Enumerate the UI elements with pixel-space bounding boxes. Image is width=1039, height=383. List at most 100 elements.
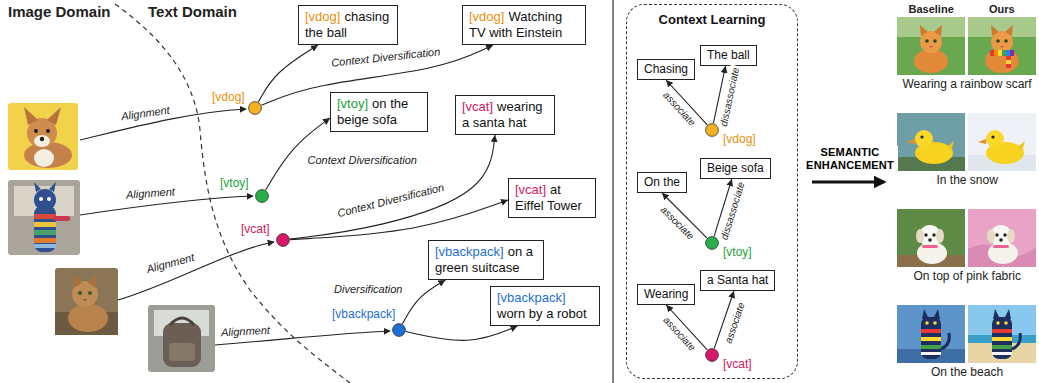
result-photo (968, 305, 1036, 363)
toy-photo (34, 244, 56, 248)
result-photo (897, 113, 965, 171)
prompt-box: [vbackpack]on a green suitcase (428, 240, 544, 280)
result-photo (990, 50, 994, 56)
toy-photo (34, 189, 56, 211)
result-photo (907, 130, 954, 164)
alignment-arrow (118, 242, 274, 300)
token-circle: [vbackpack] (392, 323, 406, 337)
backpack-photo (169, 343, 195, 361)
prompt-box: [vbackpack]worn by a robot (490, 286, 600, 326)
token-text: [vtoy] (337, 96, 368, 112)
enhancement-arrow (812, 181, 884, 184)
token-dot (706, 349, 719, 362)
phrase-box: Wearing (637, 284, 695, 305)
token-label: [vcat] (241, 222, 270, 236)
result-photo (916, 225, 947, 264)
edge-label: Context Diversification (306, 154, 419, 167)
result-photo (897, 209, 965, 267)
arrow-label: Alignment (123, 185, 177, 202)
domain-heading: Text Domain (146, 3, 239, 21)
token-label: [vcat] (723, 357, 752, 371)
result-caption: On the beach (929, 365, 1005, 379)
token-text: [vbackpack] (435, 244, 504, 260)
edge-label: associate (721, 299, 747, 347)
phrase-box: Chasing (637, 59, 695, 80)
result-photo (978, 130, 1025, 164)
connector (290, 200, 508, 240)
backpack-photo (163, 323, 201, 367)
toy-photo (34, 222, 56, 227)
result-photo (897, 305, 965, 363)
phrase-text: The ball (707, 48, 750, 62)
step-label: SEMANTIC ENHANCEMENT (802, 146, 898, 172)
result-photo (897, 305, 965, 363)
result-photo (968, 17, 1036, 75)
result-caption: Wearing a rainbow scarf (901, 77, 1034, 91)
token-label: [vtoy] (723, 245, 752, 259)
token-circle: [vdog] (248, 101, 262, 115)
token-dot (249, 102, 262, 115)
connector (290, 135, 495, 239)
cat-photo (68, 304, 108, 332)
phrase-box: The ball (700, 45, 757, 66)
toy-photo (49, 182, 56, 192)
backpack-photo (148, 305, 215, 372)
toy-photo (8, 180, 80, 255)
dog-photo (24, 107, 38, 125)
result-photo (994, 50, 998, 56)
connector (406, 326, 518, 340)
result-photo (897, 17, 965, 75)
prompt-box: [vdog]Watching TV with Einstein (462, 5, 586, 45)
token-text: [vcat] (515, 182, 546, 198)
circle-outline (392, 323, 406, 337)
token-text: [vbackpack] (497, 290, 566, 306)
result-photo (914, 25, 948, 73)
result-photo (1006, 50, 1010, 56)
dog-photo (40, 137, 44, 141)
result-photo (968, 17, 1036, 75)
phrase-box: On the (637, 172, 687, 193)
token-circle: [vtoy] (705, 236, 719, 250)
phrase-text: Beige sofa (707, 161, 764, 175)
cat-photo (88, 291, 92, 295)
panel-divider (612, 0, 613, 383)
toy-photo (47, 197, 51, 201)
result-photo (1006, 60, 1011, 64)
prompt-box: [vcat]wearing a santa hat (455, 95, 555, 135)
cat-photo (55, 268, 118, 335)
phrase-box: Beige sofa (700, 158, 771, 179)
circle-outline (255, 189, 269, 203)
token-circle: [vcat] (705, 348, 719, 362)
dog-photo (46, 129, 50, 133)
result-photo (992, 309, 1020, 359)
token-text: [vcat] (462, 99, 493, 115)
cat-photo (73, 274, 82, 288)
dog-photo (8, 103, 78, 170)
token-label: [vdog] (212, 90, 245, 104)
dog-photo (34, 135, 50, 147)
result-photo (968, 209, 1036, 267)
phrase-text: Chasing (644, 62, 688, 76)
prompt-box: [vcat]at Eiffel Tower (508, 178, 596, 218)
arrow-label: Alignment (218, 323, 272, 339)
toy-photo (34, 238, 56, 243)
toy-photo (34, 214, 56, 219)
token-text: [vdog] (305, 9, 340, 25)
column-heading: Baseline (907, 3, 956, 16)
token-dot (256, 190, 269, 203)
edge-label: Context Diversification (334, 180, 447, 220)
edge-label: dissassociate (718, 64, 743, 129)
result-photo (897, 17, 965, 75)
toy-photo (34, 182, 41, 192)
prompt-box: [vtoy]on the beige sofa (330, 92, 428, 132)
result-photo (968, 113, 1036, 171)
toy-photo (34, 206, 56, 252)
circle-outline (276, 233, 290, 247)
phrase-box: a Santa hat (700, 270, 775, 291)
toy-photo (39, 197, 43, 201)
context-panel: Context LearningChasingThe ball[vdog]On … (626, 4, 798, 379)
result-photo (1010, 50, 1014, 56)
token-label: [vtoy] (220, 176, 249, 190)
cat-photo (78, 291, 82, 295)
result-photo (968, 113, 1036, 171)
